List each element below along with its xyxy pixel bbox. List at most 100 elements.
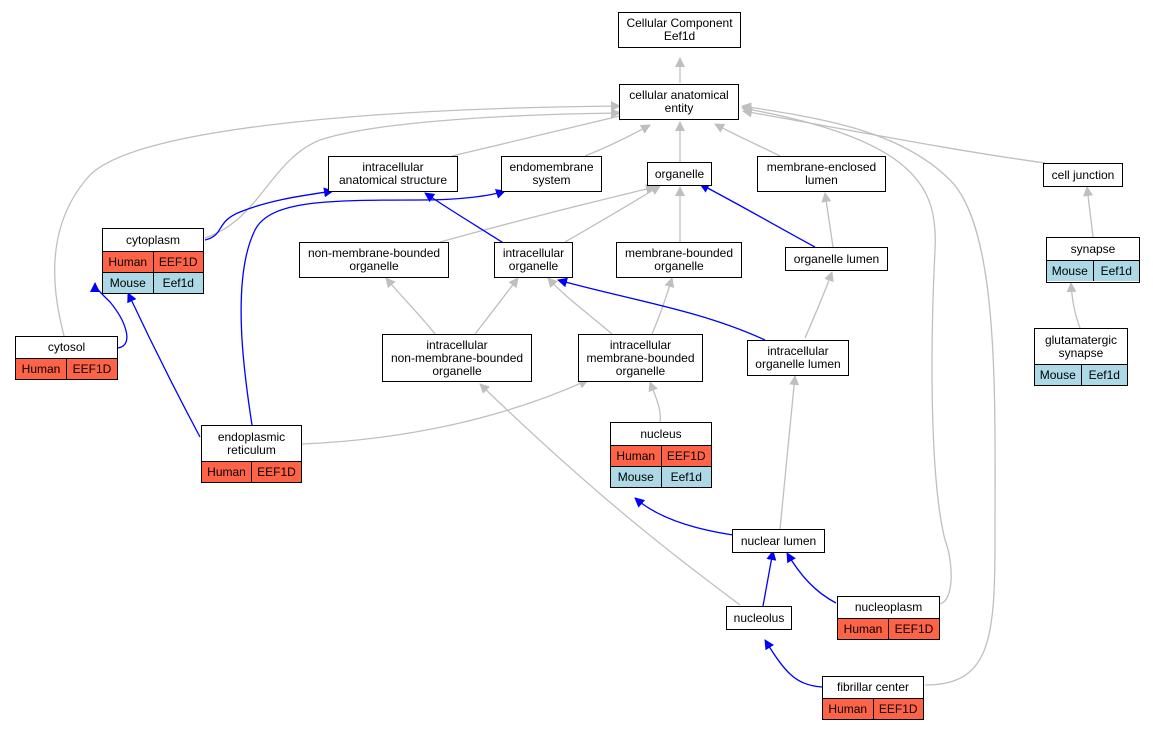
edge-synapse-cj (1083, 186, 1094, 238)
node-label-line: intracellular (502, 246, 565, 260)
node-endomembrane-system[interactable]: endomembrane system (501, 156, 602, 192)
node-label-line: cellular anatomical (629, 88, 729, 102)
gene-cell: EEF1D (66, 359, 117, 379)
node-label-line: cytoplasm (125, 232, 181, 247)
node-intracellular-non-membrane-bounded-organelle[interactable]: intracellular non-membrane-bounded organ… (382, 334, 532, 382)
node-synapse[interactable]: synapse Mouse Eef1d (1046, 237, 1140, 283)
edge-fc-nucleolus (764, 639, 823, 688)
annotation-row: Human EEF1D (103, 251, 203, 272)
node-membrane-enclosed-lumen[interactable]: membrane-enclosed lumen (757, 156, 886, 192)
node-endoplasmic-reticulum[interactable]: endoplasmic reticulum Human EEF1D (201, 425, 302, 483)
node-label-line: endoplasmic (217, 429, 286, 444)
edge-mel-cae (714, 123, 781, 157)
node-label-line: intracellular (767, 344, 829, 358)
edge-inmbo-nmbo (385, 277, 436, 335)
node-label-line: entity (664, 101, 694, 115)
edge-cytoplasm-ias (204, 187, 334, 241)
node-label-line: reticulum (227, 442, 276, 457)
node-fibrillar-center[interactable]: fibrillar center Human EEF1D (822, 676, 924, 720)
node-cytosol[interactable]: cytosol Human EEF1D (15, 336, 118, 380)
node-label-line: membrane-bounded (624, 246, 734, 260)
node-label-line: lumen (805, 173, 838, 187)
species-cell: Human (16, 359, 66, 379)
node-label-line: system (532, 173, 571, 187)
node-label-line: glutamatergic (1044, 332, 1118, 347)
annotation-row: Human EEF1D (611, 445, 711, 466)
gene-cell: EEF1D (872, 699, 923, 719)
species-cell: Human (103, 252, 153, 272)
node-label-line: organelle lumen (793, 251, 880, 266)
node-label-line: nucleus (640, 426, 682, 441)
node-label-line: nuclear lumen (740, 533, 817, 548)
node-label-line: organelle (349, 259, 399, 273)
node-non-membrane-bounded-organelle[interactable]: non-membrane-bounded organelle (299, 242, 449, 278)
node-label-line: organelle (432, 363, 482, 378)
node-intracellular-organelle[interactable]: intracellular organelle (494, 242, 573, 278)
edge-iol-io (557, 277, 766, 341)
edge-cytosol-cae (54, 101, 621, 337)
species-cell: Human (611, 446, 661, 466)
node-organelle-lumen[interactable]: organelle lumen (785, 247, 888, 271)
node-nucleoplasm[interactable]: nucleoplasm Human EEF1D (837, 596, 940, 640)
edge-iol-ol (804, 271, 834, 339)
edge-nl-iol (779, 375, 800, 530)
annotation-row: Human EEF1D (838, 618, 939, 639)
edge-er-endo (240, 189, 506, 426)
node-glutamatergic-synapse[interactable]: glutamatergic synapse Mouse Eef1d (1034, 328, 1128, 386)
node-nucleolus[interactable]: nucleolus (726, 606, 792, 630)
gene-cell: EEF1D (251, 462, 301, 482)
edge-nucleolus-nl (762, 550, 777, 607)
edge-inmbo-io (474, 277, 519, 335)
node-intracellular-organelle-lumen[interactable]: intracellular organelle lumen (747, 340, 849, 376)
edge-imbo-mbo (651, 277, 675, 335)
edge-nucleus-imbo (648, 381, 661, 423)
annotation-row: Human EEF1D (16, 358, 117, 379)
species-cell: Mouse (103, 273, 153, 293)
edge-nl-nucleus (634, 497, 734, 536)
node-label-line: synapse (1070, 241, 1116, 256)
node-intracellular-membrane-bounded-organelle[interactable]: intracellular membrane-bounded organelle (578, 334, 703, 382)
node-label-line: intracellular (362, 160, 424, 174)
edge-nmbo-organelle (439, 184, 656, 243)
node-label-line: non-membrane-bounded (307, 246, 441, 260)
gene-cell: EEF1D (660, 446, 711, 466)
edge-er-cytoplasm (127, 292, 201, 438)
edge-er-imbo (301, 379, 589, 445)
edge-cytosol-cytoplasm (90, 282, 128, 349)
species-cell: Mouse (611, 467, 661, 487)
node-label-line: anatomical structure (338, 173, 448, 187)
species-cell: Human (823, 699, 873, 719)
node-label-line: organelle (615, 363, 666, 378)
gene-cell: Eef1d (1080, 365, 1127, 385)
node-label-line: organelle (654, 166, 705, 181)
species-cell: Mouse (1047, 261, 1093, 281)
node-nucleus[interactable]: nucleus Human EEF1D Mouse Eef1d (610, 422, 712, 488)
node-label-line: intracellular (426, 337, 488, 352)
node-membrane-bounded-organelle[interactable]: membrane-bounded organelle (616, 242, 742, 278)
edge-np-cae (741, 104, 952, 605)
node-label-line: nucleolus (733, 610, 785, 625)
species-cell: Human (838, 619, 888, 639)
node-cellular-component[interactable]: Cellular Component Eef1d (618, 12, 741, 48)
node-label-line: organelle (508, 259, 559, 273)
node-cytoplasm[interactable]: cytoplasm Human EEF1D Mouse Eef1d (102, 228, 204, 294)
node-cell-junction[interactable]: cell junction (1043, 163, 1123, 187)
edge-io-ias (424, 192, 506, 245)
node-organelle[interactable]: organelle (647, 162, 712, 186)
node-intracellular-anatomical-structure[interactable]: intracellular anatomical structure (328, 156, 458, 192)
node-nuclear-lumen[interactable]: nuclear lumen (732, 529, 825, 553)
node-label-line: Eef1d (663, 29, 696, 43)
edge-glut-synapse (1066, 282, 1081, 329)
node-label-line: fibrillar center (836, 680, 910, 694)
node-label-line: synapse (1058, 345, 1104, 360)
node-label-line: endomembrane (509, 160, 594, 174)
annotation-row: Mouse Eef1d (611, 466, 711, 487)
annotation-row: Human EEF1D (823, 698, 923, 719)
edge-ias-cae (451, 111, 629, 157)
node-label-line: nucleoplasm (854, 600, 923, 614)
edge-endo-cae (584, 124, 651, 157)
edge-np-nl (786, 552, 837, 604)
node-cellular-anatomical-entity[interactable]: cellular anatomical entity (619, 84, 739, 120)
node-label-line: membrane-enclosed (766, 160, 877, 174)
